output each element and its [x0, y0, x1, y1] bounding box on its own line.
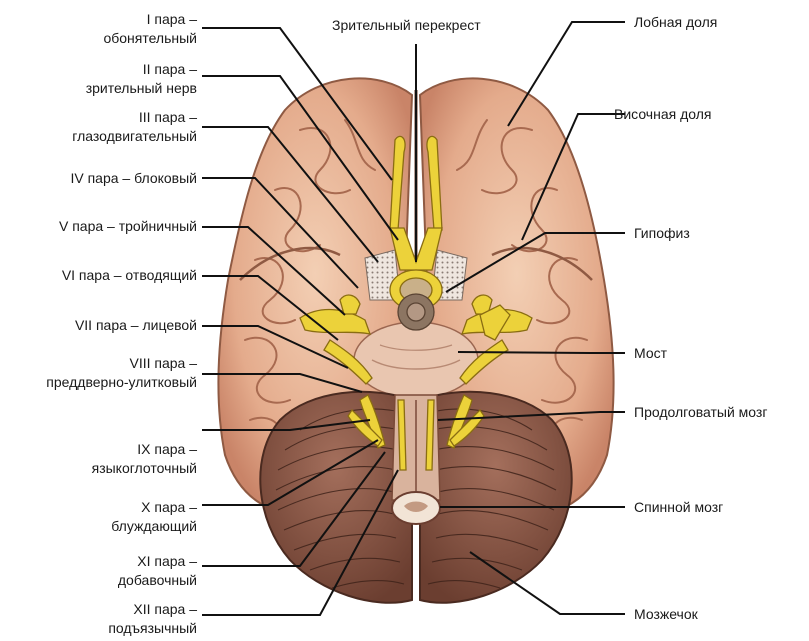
cerebellum-left [259, 390, 413, 604]
leader-lines [202, 21, 625, 616]
label-temporal-lobe: Височная доля [614, 106, 712, 122]
cerebellum [259, 390, 573, 604]
cerebellum-right [419, 390, 573, 604]
label-pituitary: Гипофиз [634, 225, 690, 241]
label-facial: VII пара – лицевой [74, 317, 197, 333]
label-oculomotor: III пара –глазодвигательный [72, 109, 197, 144]
brainstem [353, 321, 479, 399]
label-vestibulocochlear: VIII пара –преддверно-улитковый [46, 355, 197, 390]
label-optic-nerve: II пара –зрительный нерв [85, 61, 197, 96]
label-frontal-lobe: Лобная доля [634, 14, 718, 30]
label-vagus: X пара –блуждающий [111, 499, 197, 534]
label-glossopharyngeal: IX пара –языкоглоточный [91, 441, 197, 476]
label-trigeminal: V пара – тройничный [59, 218, 197, 234]
label-cerebellum: Мозжечок [634, 606, 698, 622]
label-accessory: XI пара –добавочный [117, 553, 197, 588]
label-medulla: Продолговатый мозг [634, 404, 768, 420]
label-pons: Мост [634, 345, 668, 361]
label-abducens: VI пара – отводящий [61, 267, 197, 283]
cranial-nerves [299, 135, 533, 471]
label-optic-chiasm: Зрительный перекрест [332, 17, 481, 33]
label-olfactory: I пара –обонятельный [103, 11, 197, 46]
label-hypoglossal: XII пара –подъязычный [108, 601, 197, 636]
label-trochlear: IV пара – блоковый [70, 170, 197, 186]
label-spinal-cord: Спинной мозг [634, 499, 724, 515]
